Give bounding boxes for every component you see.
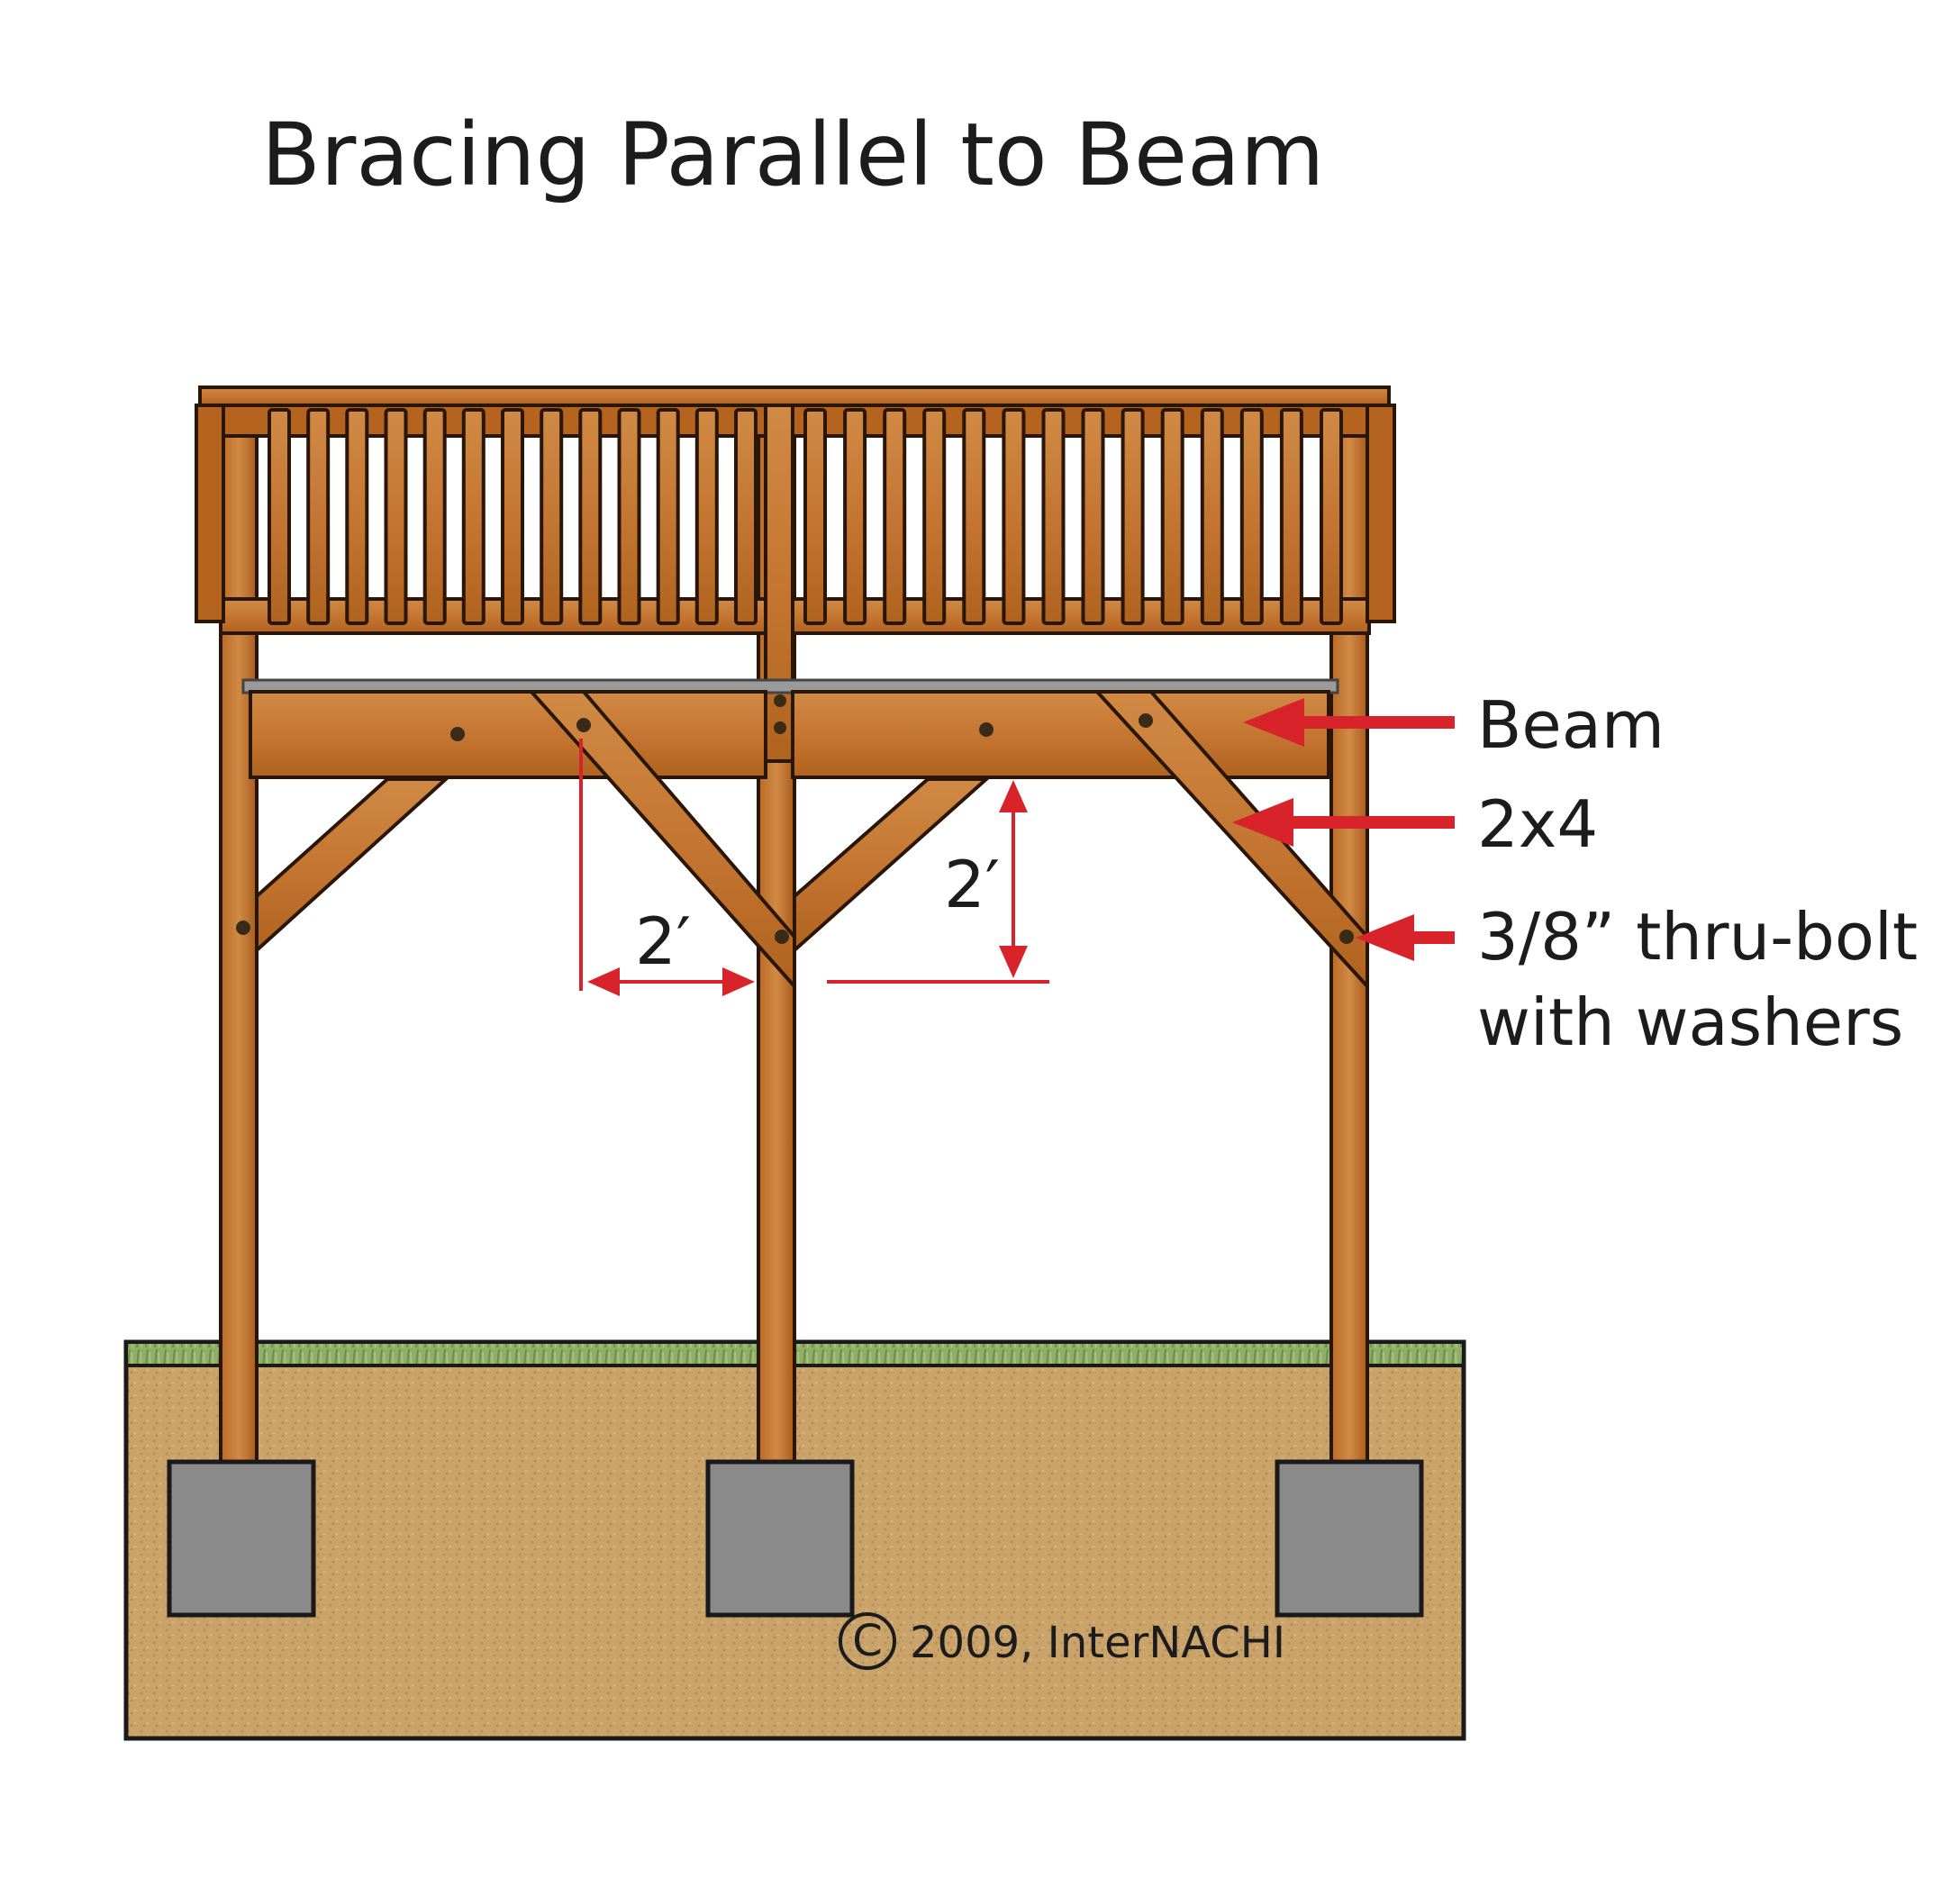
copyright-icon xyxy=(839,1612,896,1670)
dimension-horizontal: 2′ xyxy=(579,739,755,996)
callout-label-bolt-line2: with washers xyxy=(1477,984,1903,1060)
beam xyxy=(249,690,1330,779)
baluster xyxy=(1160,408,1184,625)
arrowhead-left-icon xyxy=(587,967,620,996)
baluster xyxy=(384,408,408,625)
baluster xyxy=(422,408,447,625)
footings xyxy=(167,1459,1424,1618)
braces xyxy=(255,690,1369,992)
rail-post-middle xyxy=(764,404,794,763)
callout-label-beam: Beam xyxy=(1477,687,1665,763)
baluster xyxy=(803,408,827,625)
dimension-label-horizontal: 2′ xyxy=(635,903,691,979)
bolt-icon xyxy=(576,718,591,732)
brace-left-post-outer xyxy=(255,777,451,955)
arrowhead-up-icon xyxy=(999,780,1028,812)
baluster xyxy=(1081,408,1105,625)
baluster xyxy=(1200,408,1224,625)
baluster xyxy=(540,408,564,625)
baluster xyxy=(1279,408,1303,625)
top-rail xyxy=(198,386,1391,407)
baluster xyxy=(656,408,680,625)
deck-board-edge xyxy=(241,678,1339,694)
rail-post-right-outer xyxy=(1366,404,1396,623)
copyright-symbol: C xyxy=(852,1616,883,1666)
baluster xyxy=(578,408,603,625)
copyright: C 2009, InterNACHI xyxy=(839,1612,1285,1670)
arrow-beam-icon xyxy=(1243,698,1455,747)
arrow-bolt-icon xyxy=(1356,914,1455,961)
baluster xyxy=(843,408,867,625)
baluster xyxy=(1320,408,1343,625)
brace-middle-right xyxy=(793,777,992,955)
baluster xyxy=(694,408,719,625)
baluster xyxy=(617,408,641,625)
callout-label-bolt: 3/8” thru-bolt xyxy=(1477,899,1918,975)
arrowhead-down-icon xyxy=(999,946,1028,978)
rail-post-left-outer xyxy=(195,404,225,623)
baluster xyxy=(1041,408,1066,625)
railing xyxy=(195,386,1396,763)
footing-middle xyxy=(705,1459,855,1618)
bolt-icon xyxy=(774,721,786,734)
balusters xyxy=(268,408,1343,625)
arrowhead-right-icon xyxy=(722,967,755,996)
bolt-icon xyxy=(1139,713,1153,728)
bolt-icon xyxy=(774,694,786,707)
baluster xyxy=(461,408,485,625)
baluster xyxy=(734,408,758,625)
arrow-brace-icon xyxy=(1232,798,1455,847)
diagram-title: Bracing Parallel to Beam xyxy=(261,104,1324,205)
copyright-text: 2009, InterNACHI xyxy=(910,1618,1285,1668)
baluster xyxy=(345,408,369,625)
bolt-icon xyxy=(979,722,994,737)
callout-label-2x4: 2x4 xyxy=(1477,786,1598,862)
baluster xyxy=(962,408,986,625)
dimension-vertical: 2′ xyxy=(827,780,1049,984)
beam-right-segment xyxy=(791,690,1330,779)
footing-right xyxy=(1275,1459,1424,1618)
baluster xyxy=(1002,408,1026,625)
baluster xyxy=(922,408,947,625)
baluster xyxy=(501,408,524,625)
beam-left-segment xyxy=(249,690,767,779)
baluster xyxy=(1239,408,1264,625)
baluster xyxy=(883,408,907,625)
baluster xyxy=(268,408,291,625)
baluster xyxy=(1121,408,1145,625)
baluster xyxy=(306,408,331,625)
dimension-label-vertical: 2′ xyxy=(944,847,1000,922)
bolt-icon xyxy=(775,930,789,944)
footing-left xyxy=(167,1459,316,1618)
callout-arrows xyxy=(1232,698,1455,961)
bolt-icon xyxy=(1339,930,1354,944)
bolts xyxy=(236,694,1354,944)
bolt-icon xyxy=(236,921,250,935)
bolt-icon xyxy=(450,727,465,741)
